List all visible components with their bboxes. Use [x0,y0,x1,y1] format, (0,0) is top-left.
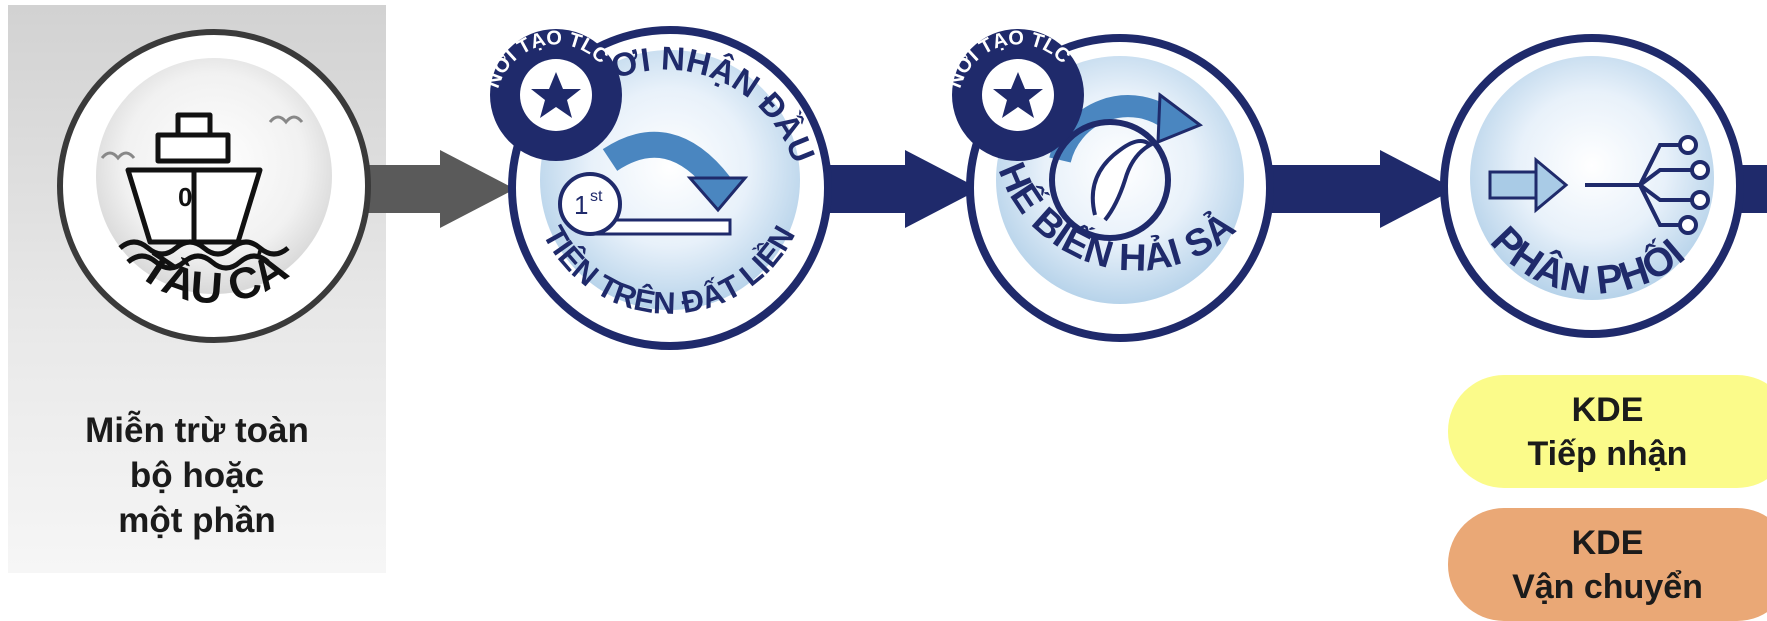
navy-arrow-2 [1255,150,1455,228]
kde-receiving-title: KDE [1572,388,1644,432]
stage-fishing-boat: 0 TÀU CÁ [60,32,368,340]
tlc-badge: NƠI TẠO TLC [944,27,1084,161]
tlc-badge: NƠI TẠO TLC [482,27,622,161]
kde-receiving-label: Tiếp nhận [1528,432,1688,476]
kde-shipping-box: KDE Vận chuyển [1448,508,1767,621]
svg-text:1: 1 [574,190,588,220]
kde-shipping-title: KDE [1572,521,1644,565]
stage-first-land-receiver: 1 st NƠI NHẬN ĐẦU TIÊN TRÊN ĐẤT LIỀN NƠI… [482,27,828,346]
stage-distribution: PHÂN PHỐI [1444,38,1740,334]
kde-shipping-label: Vận chuyển [1512,565,1703,609]
svg-text:0: 0 [178,182,192,212]
svg-text:st: st [590,188,603,205]
kde-receiving-box: KDE Tiếp nhận [1448,375,1767,488]
